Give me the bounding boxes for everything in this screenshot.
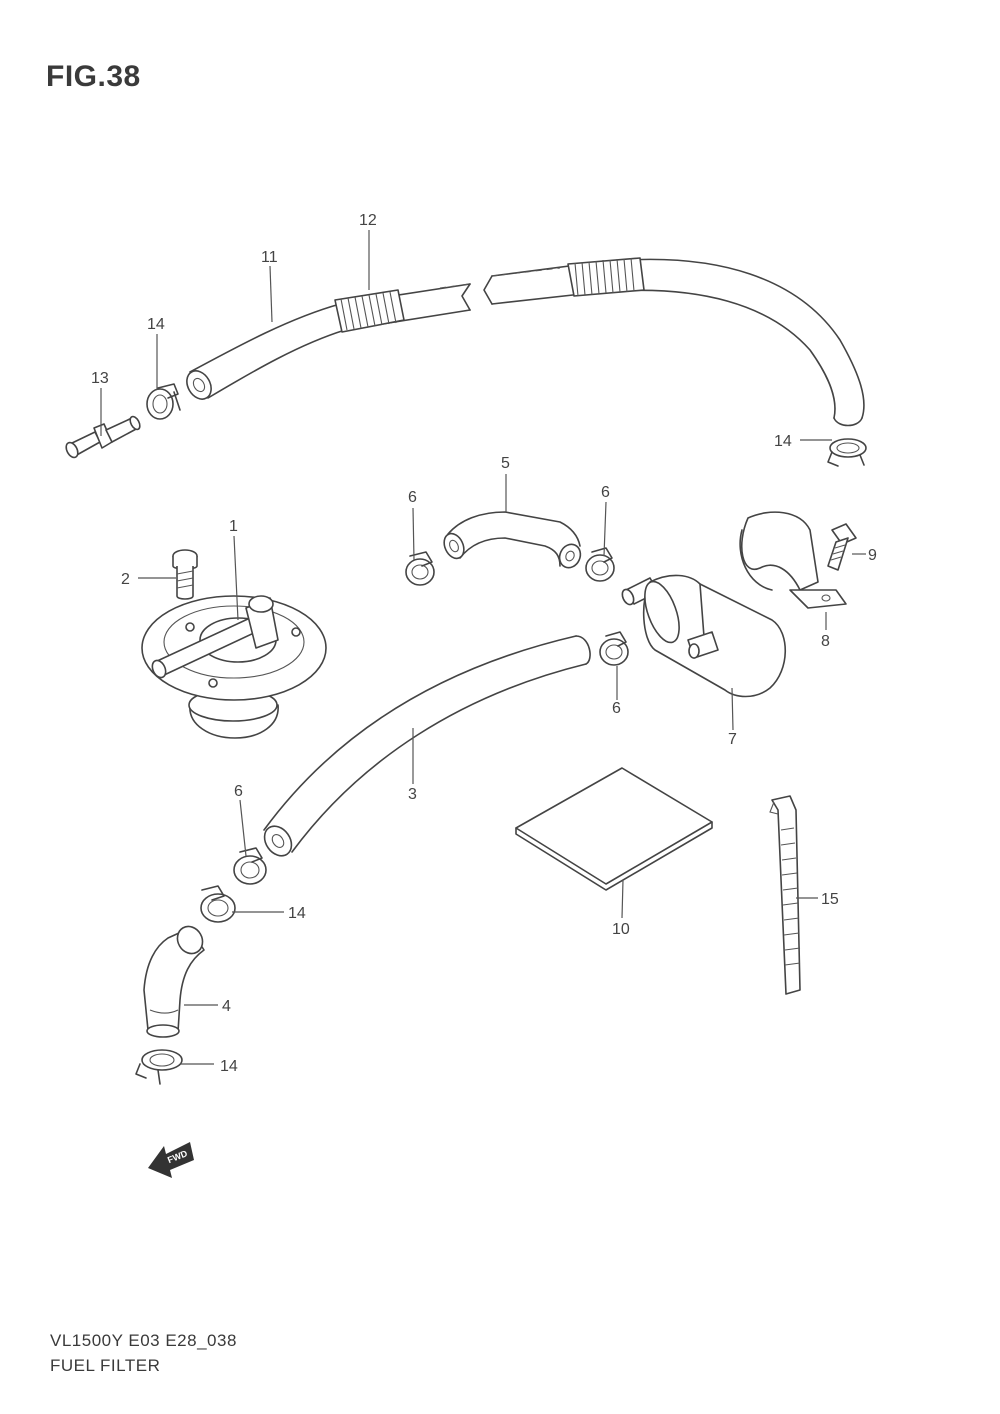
callout-numbers: 12 11 14 13 14 5 6 6 1 2 9 8 6 7 3 6 14 … <box>91 212 877 1075</box>
part-3-hose[interactable] <box>259 635 591 861</box>
callout-14: 14 <box>288 905 306 922</box>
part-11-hose[interactable] <box>182 258 865 427</box>
callout-4: 4 <box>222 998 231 1015</box>
figure-title: FIG.38 <box>46 60 141 93</box>
part-14-clamp-c[interactable] <box>200 885 236 923</box>
part-12-sleeve[interactable] <box>334 257 645 333</box>
callout-6: 6 <box>612 700 621 717</box>
leader-lines <box>100 230 866 1065</box>
part-5-hose[interactable] <box>440 511 584 571</box>
part-15-cable-tie[interactable] <box>769 795 801 995</box>
part-14-clamp-a[interactable] <box>146 383 181 420</box>
callout-1: 1 <box>229 518 238 535</box>
callout-6: 6 <box>601 484 610 501</box>
callout-6: 6 <box>234 783 243 800</box>
part-6-clamp-d[interactable] <box>233 847 267 885</box>
callout-14: 14 <box>774 433 792 450</box>
part-7-fuel-filter[interactable] <box>620 574 787 698</box>
part-6-clamp-b[interactable] <box>585 547 615 582</box>
model-code: VL1500Y E03 E28_038 <box>50 1331 237 1350</box>
fwd-arrow-icon: FWD <box>148 1142 194 1178</box>
callout-8: 8 <box>821 633 830 650</box>
part-6-clamp-a[interactable] <box>405 551 435 586</box>
callout-14: 14 <box>147 316 165 333</box>
part-8-bracket[interactable] <box>739 511 847 609</box>
callout-11: 11 <box>261 249 278 266</box>
callout-13: 13 <box>91 370 109 387</box>
callout-5: 5 <box>501 455 510 472</box>
part-6-clamp-c[interactable] <box>599 631 629 666</box>
part-14-clamp-d[interactable] <box>135 1049 183 1085</box>
callout-3: 3 <box>408 786 417 803</box>
part-4-elbow-hose[interactable] <box>143 922 207 1038</box>
callout-7: 7 <box>728 731 737 748</box>
callout-9: 9 <box>868 547 877 564</box>
part-2-screw[interactable] <box>172 549 198 600</box>
callout-10: 10 <box>612 921 630 938</box>
part-9-bolt[interactable] <box>827 523 857 571</box>
callout-14: 14 <box>220 1058 238 1075</box>
part-10-pad[interactable] <box>515 767 713 891</box>
callout-15: 15 <box>821 891 839 908</box>
callout-6: 6 <box>408 489 417 506</box>
part-14-clamp-b[interactable] <box>827 438 867 467</box>
part-13-fitting[interactable] <box>64 415 142 459</box>
callout-12: 12 <box>359 212 377 229</box>
part-1-fuel-cock[interactable] <box>141 595 327 739</box>
callout-2: 2 <box>121 571 130 588</box>
figure-name: FUEL FILTER <box>50 1356 161 1375</box>
